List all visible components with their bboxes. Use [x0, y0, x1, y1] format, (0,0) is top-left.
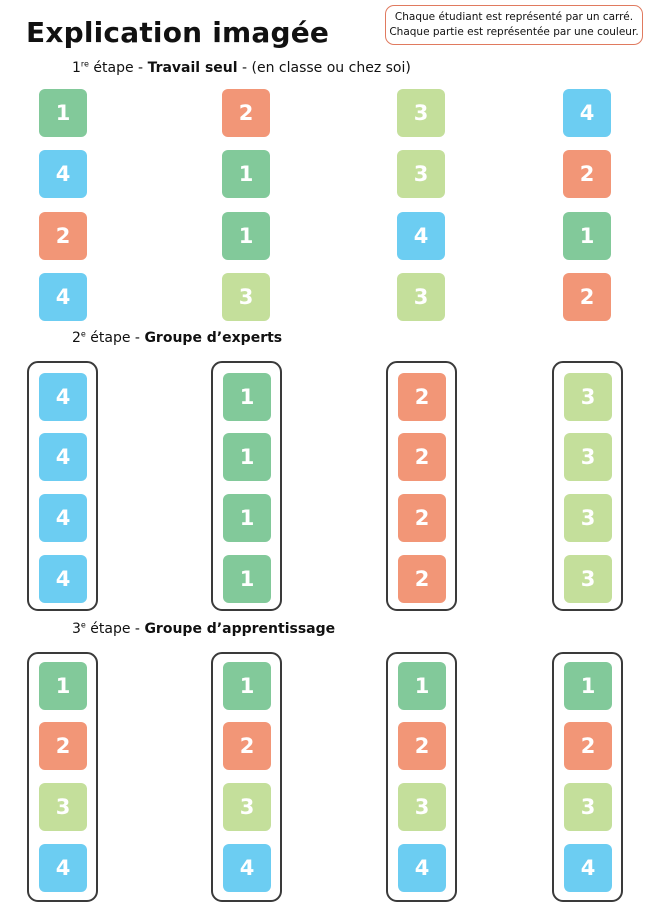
- student-square: 3: [398, 783, 446, 831]
- student-square: 3: [222, 273, 270, 321]
- student-square: 3: [564, 494, 612, 542]
- student-square: 2: [398, 722, 446, 770]
- step-2-heading: 2e étape - Groupe d’experts: [72, 329, 283, 346]
- student-square: 4: [39, 373, 87, 421]
- learning-group-3: [386, 652, 457, 902]
- step-1-heading: 1re étape - Travail seul - (en classe ou…: [72, 59, 411, 76]
- student-square: 1: [222, 150, 270, 198]
- student-square: 1: [398, 662, 446, 710]
- student-square: 1: [223, 662, 271, 710]
- student-square: 2: [39, 722, 87, 770]
- learning-group-4: [552, 652, 623, 902]
- student-square: 2: [398, 373, 446, 421]
- expert-group-1: [27, 361, 98, 611]
- student-square: 2: [398, 494, 446, 542]
- student-square: 4: [39, 150, 87, 198]
- student-square: 4: [39, 844, 87, 892]
- student-square: 1: [223, 494, 271, 542]
- student-square: 4: [564, 844, 612, 892]
- student-square: 2: [563, 150, 611, 198]
- student-square: 1: [223, 373, 271, 421]
- student-square: 4: [223, 844, 271, 892]
- student-square: 4: [39, 555, 87, 603]
- page-title: Explication imagée: [26, 16, 330, 49]
- student-square: 3: [397, 89, 445, 137]
- student-square: 3: [397, 273, 445, 321]
- student-square: 3: [39, 783, 87, 831]
- expert-group-4: [552, 361, 623, 611]
- student-square: 1: [223, 433, 271, 481]
- learning-group-1: [27, 652, 98, 902]
- student-square: 4: [397, 212, 445, 260]
- student-square: 4: [563, 89, 611, 137]
- learning-group-2: [211, 652, 282, 902]
- student-square: 1: [222, 212, 270, 260]
- legend-note: Chaque étudiant est représenté par un ca…: [385, 5, 643, 45]
- student-square: 3: [564, 555, 612, 603]
- student-square: 2: [563, 273, 611, 321]
- note-line-2: Chaque partie est représentée par une co…: [389, 26, 639, 38]
- note-line-1: Chaque étudiant est représenté par un ca…: [394, 11, 634, 23]
- student-square: 2: [564, 722, 612, 770]
- student-square: 1: [563, 212, 611, 260]
- student-square: 3: [564, 783, 612, 831]
- student-square: 2: [39, 212, 87, 260]
- student-square: 1: [39, 89, 87, 137]
- student-square: 1: [223, 555, 271, 603]
- expert-group-3: [386, 361, 457, 611]
- student-square: 3: [564, 433, 612, 481]
- student-square: 2: [222, 89, 270, 137]
- step-3-heading: 3e étape - Groupe d’apprentissage: [72, 620, 336, 637]
- student-square: 2: [398, 433, 446, 481]
- student-square: 3: [223, 783, 271, 831]
- student-square: 4: [39, 494, 87, 542]
- student-square: 1: [564, 662, 612, 710]
- student-square: 2: [398, 555, 446, 603]
- student-square: 4: [39, 273, 87, 321]
- expert-group-2: [211, 361, 282, 611]
- student-square: 1: [39, 662, 87, 710]
- student-square: 2: [223, 722, 271, 770]
- student-square: 3: [564, 373, 612, 421]
- student-square: 4: [39, 433, 87, 481]
- student-square: 3: [397, 150, 445, 198]
- student-square: 4: [398, 844, 446, 892]
